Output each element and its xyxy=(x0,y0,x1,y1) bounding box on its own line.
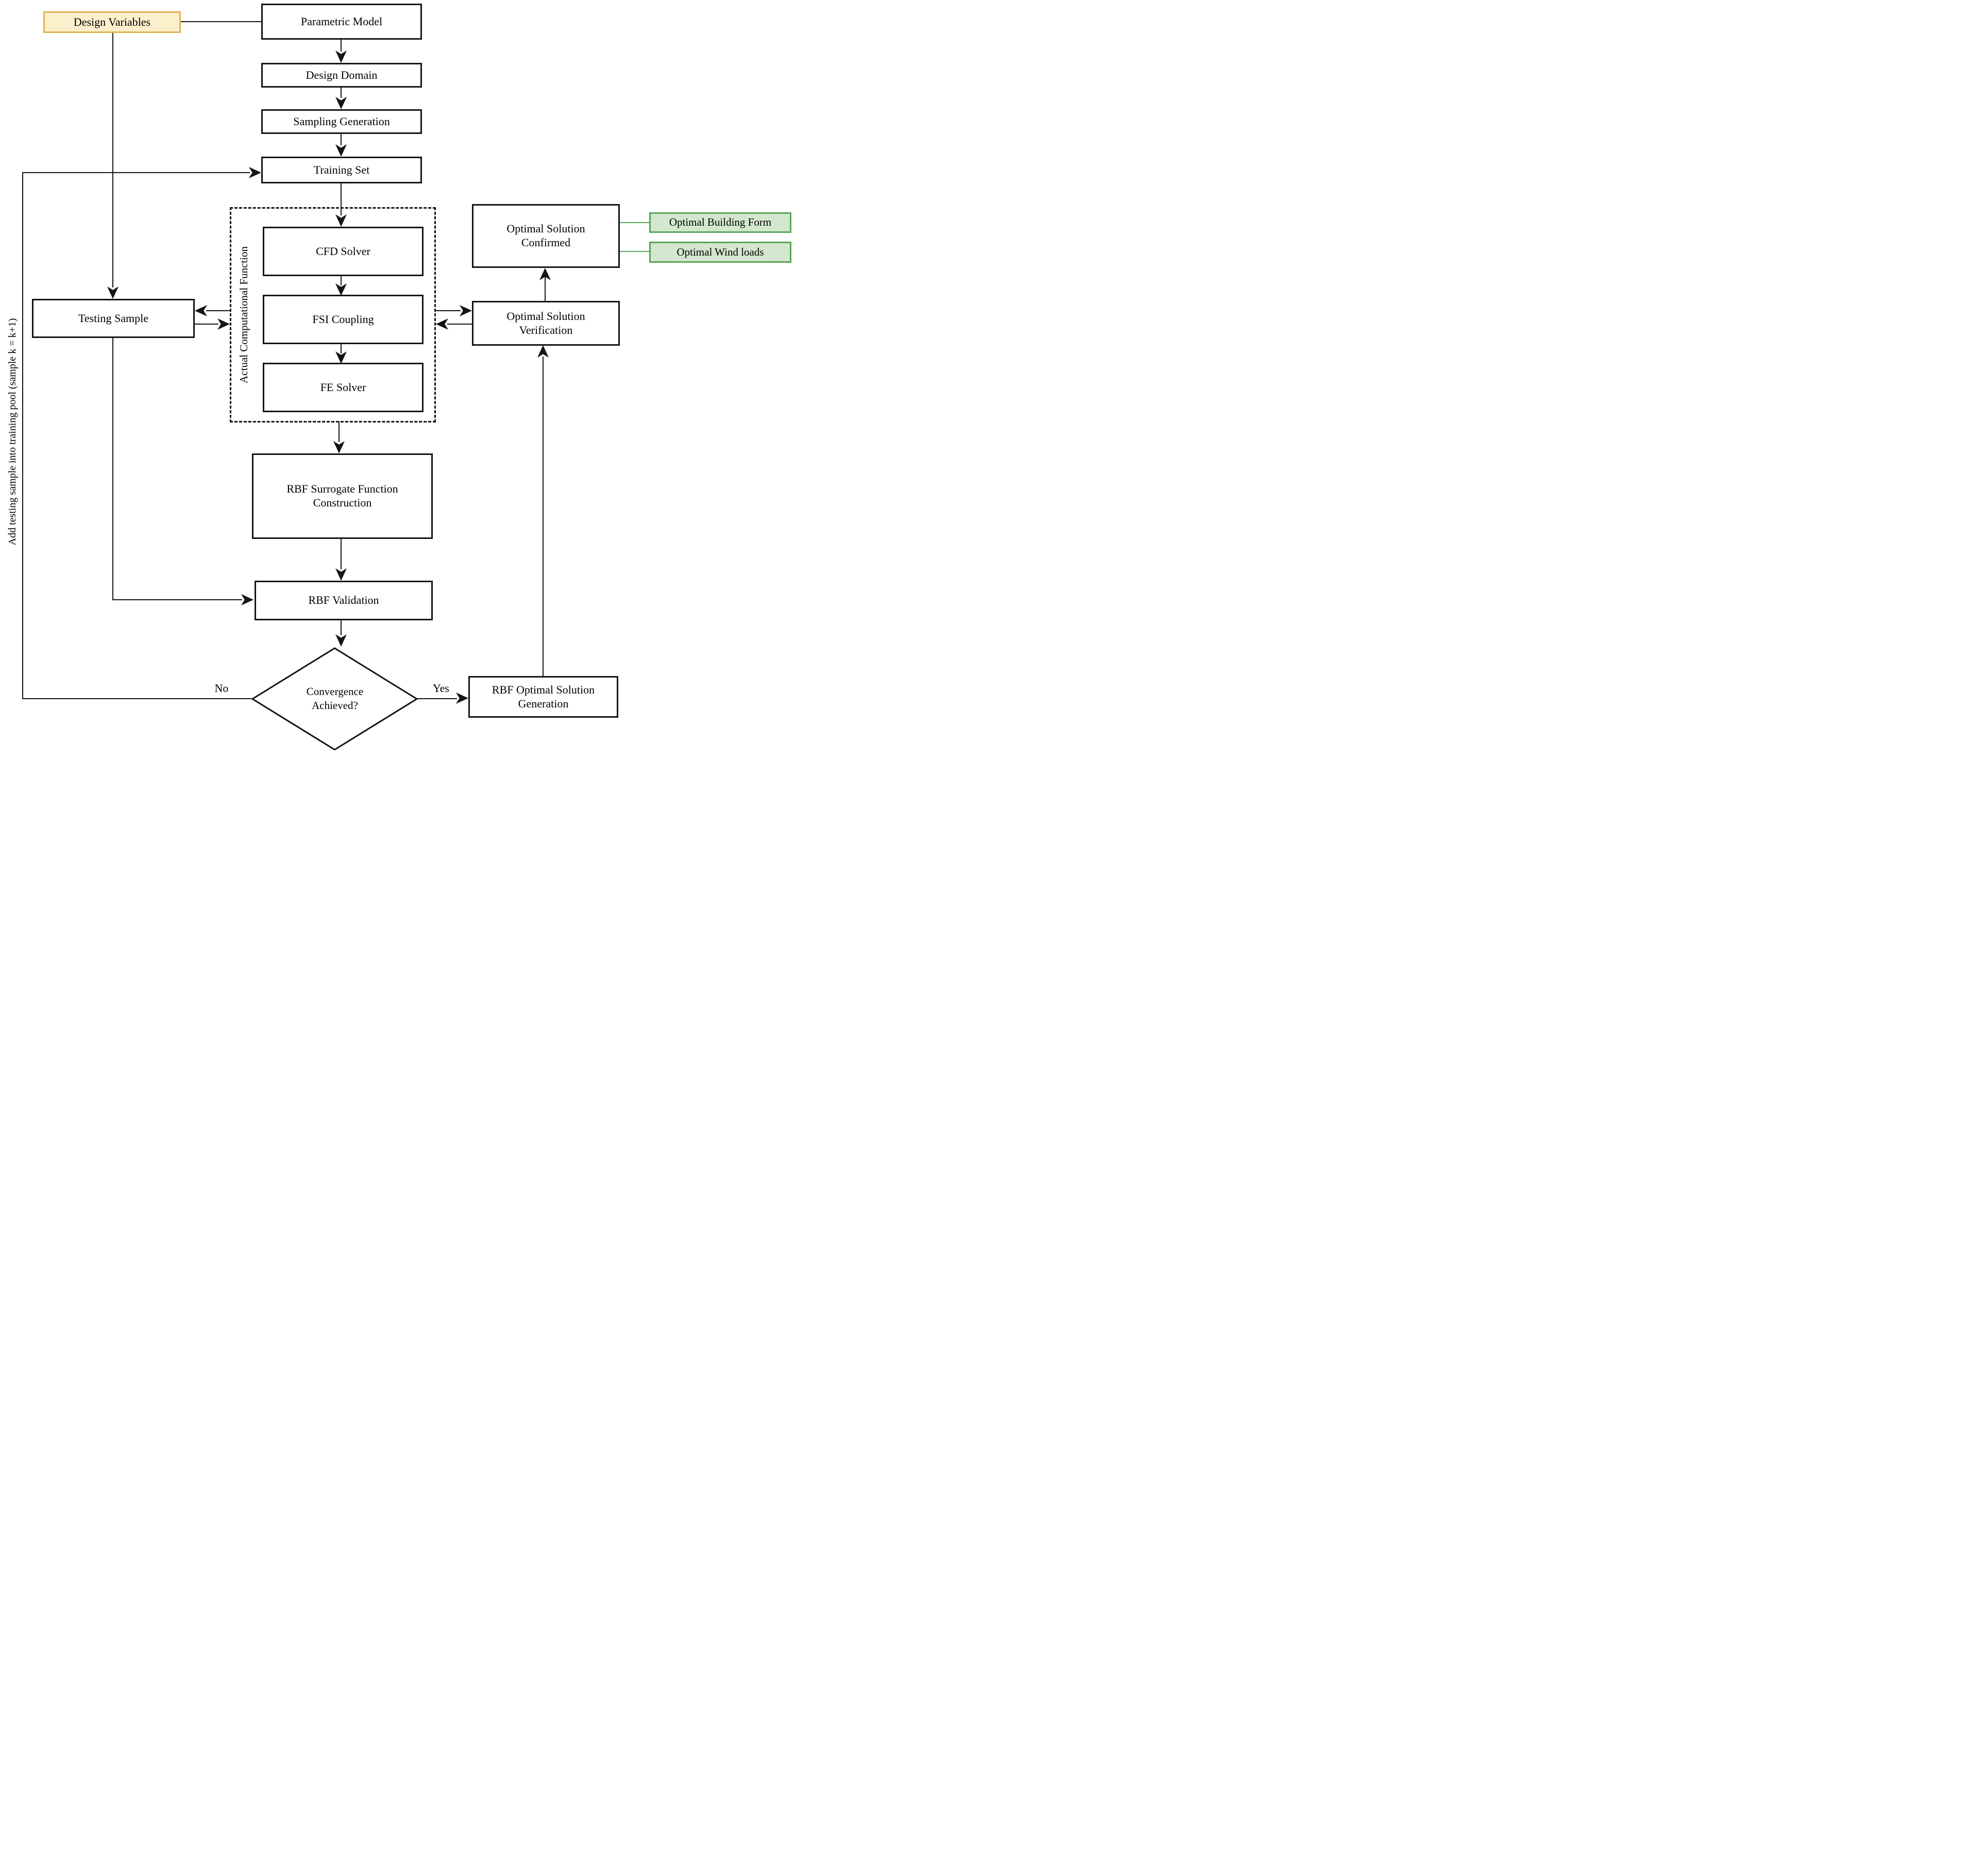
arrowhead-into-acf-left-icon xyxy=(217,318,230,330)
edge-verification-to-acf xyxy=(447,324,472,325)
cfd-solver-label: CFD Solver xyxy=(316,244,370,258)
edge-testingsample-to-rbfvalidation xyxy=(112,599,242,600)
node-design-variables: Design Variables xyxy=(43,11,181,33)
decision-diamond-shape xyxy=(251,647,418,750)
convergence-line2: Achieved? xyxy=(312,699,358,712)
edge-acf-rbfsurrogate xyxy=(339,421,340,442)
diamond-polygon xyxy=(251,647,418,750)
node-sampling-generation: Sampling Generation xyxy=(261,109,422,134)
edge-rbfvalidation-diamond xyxy=(341,619,342,635)
rbf-osg-line1: RBF Optimal Solution xyxy=(492,683,595,696)
fe-solver-label: FE Solver xyxy=(320,380,366,394)
actual-computational-function-group xyxy=(230,207,436,422)
arrowhead-into-rbfvalidation-left-icon xyxy=(241,594,253,605)
optimal-solution-verification-line2: Verification xyxy=(519,323,573,336)
arrowhead-into-testingsample-right-icon xyxy=(195,305,207,316)
optimal-wind-loads-label: Optimal Wind loads xyxy=(676,245,764,258)
node-training-set: Training Set xyxy=(261,157,422,183)
edge-testingsample-down xyxy=(112,337,113,600)
arrowhead-into-verification-left-icon xyxy=(460,305,472,316)
node-optimal-building-form: Optimal Building Form xyxy=(649,212,791,233)
node-rbf-surrogate-function-construction: RBF Surrogate Function Construction xyxy=(252,453,433,539)
node-optimal-solution-confirmed: Optimal Solution Confirmed xyxy=(472,204,620,268)
edge-label-no: No xyxy=(204,681,240,696)
optimal-solution-confirmed-line1: Optimal Solution xyxy=(506,222,585,235)
arrowhead-into-trainingset-left-icon xyxy=(249,167,261,178)
arrowhead-into-testing-sample-icon xyxy=(107,286,119,299)
edge-rbfosg-verification xyxy=(543,357,544,676)
rbf-surrogate-line2: Construction xyxy=(313,496,372,509)
rbf-osg-line2: Generation xyxy=(518,697,569,710)
node-optimal-wind-loads: Optimal Wind loads xyxy=(649,242,791,263)
edge-yes-branch xyxy=(417,698,457,699)
yes-label-text: Yes xyxy=(432,682,449,695)
no-label-text: No xyxy=(214,682,229,695)
side-note-text: Add testing sample into training pool (s… xyxy=(6,318,18,546)
arrowhead-into-sampling-icon xyxy=(335,97,347,109)
edge-confirmed-buildingform xyxy=(620,222,649,223)
node-parametric-model: Parametric Model xyxy=(261,4,422,40)
edge-trainingset-acf xyxy=(341,182,342,215)
node-testing-sample: Testing Sample xyxy=(32,299,195,338)
design-variables-label: Design Variables xyxy=(73,15,151,28)
edge-domain-sampling xyxy=(341,87,342,98)
rbf-surrogate-line1: RBF Surrogate Function xyxy=(286,482,398,496)
node-rbf-optimal-solution-generation: RBF Optimal Solution Generation xyxy=(468,676,618,718)
sampling-generation-label: Sampling Generation xyxy=(293,114,390,128)
edge-acf-to-verification xyxy=(436,310,461,311)
edge-no-into-trainingset xyxy=(22,172,250,173)
testing-sample-label: Testing Sample xyxy=(78,311,148,325)
rbf-validation-label: RBF Validation xyxy=(308,594,379,607)
edge-label-yes: Yes xyxy=(422,681,460,696)
edge-designvars-testingsample xyxy=(112,32,113,288)
arrowhead-into-verification-bottom-icon xyxy=(537,345,549,358)
optimal-solution-verification-line1: Optimal Solution xyxy=(506,309,585,323)
node-cfd-solver: CFD Solver xyxy=(263,227,424,276)
edge-designvars-parametric xyxy=(181,21,261,22)
actual-computational-function-label: Actual Computational Function xyxy=(237,207,250,423)
edge-no-vertical-rail xyxy=(22,172,23,699)
arrowhead-into-rbfvalidation-icon xyxy=(335,568,347,581)
design-domain-label: Design Domain xyxy=(306,68,378,81)
arrowhead-into-acf-right-icon xyxy=(436,318,448,330)
arrowhead-into-design-domain-icon xyxy=(335,50,347,63)
parametric-model-label: Parametric Model xyxy=(300,14,383,28)
edge-acf-to-testingsample xyxy=(206,310,230,311)
side-note-rotated: Add testing sample into training pool (s… xyxy=(6,251,19,612)
acf-label-text: Actual Computational Function xyxy=(237,246,250,383)
edge-rbfsurrogate-rbfvalidation xyxy=(341,538,342,569)
edge-fsi-fe xyxy=(341,343,342,353)
node-rbf-validation: RBF Validation xyxy=(255,581,433,620)
flowchart-canvas: Actual Computational Function Design Var… xyxy=(0,0,792,750)
edge-verification-confirmed xyxy=(545,276,546,301)
optimal-solution-confirmed-line2: Confirmed xyxy=(521,236,571,249)
node-fe-solver: FE Solver xyxy=(263,363,424,412)
convergence-line1: Convergence xyxy=(306,685,364,698)
training-set-label: Training Set xyxy=(313,163,370,176)
node-fsi-coupling: FSI Coupling xyxy=(263,295,424,344)
edge-no-horizontal xyxy=(22,698,251,699)
arrowhead-into-diamond-icon xyxy=(335,634,347,647)
edge-testingsample-to-acf xyxy=(195,324,218,325)
optimal-building-form-label: Optimal Building Form xyxy=(669,216,772,229)
node-optimal-solution-verification: Optimal Solution Verification xyxy=(472,301,620,346)
edge-cfd-fsi xyxy=(341,275,342,285)
edge-parametric-domain xyxy=(341,38,342,52)
node-design-domain: Design Domain xyxy=(261,63,422,88)
fsi-coupling-label: FSI Coupling xyxy=(312,312,374,326)
edge-confirmed-windloads xyxy=(620,251,649,252)
node-convergence-achieved: Convergence Achieved? xyxy=(268,680,402,717)
arrowhead-into-rbfsurrogate-icon xyxy=(333,441,345,453)
arrowhead-into-trainingset-icon xyxy=(335,144,347,157)
edge-sampling-trainingset xyxy=(341,133,342,145)
